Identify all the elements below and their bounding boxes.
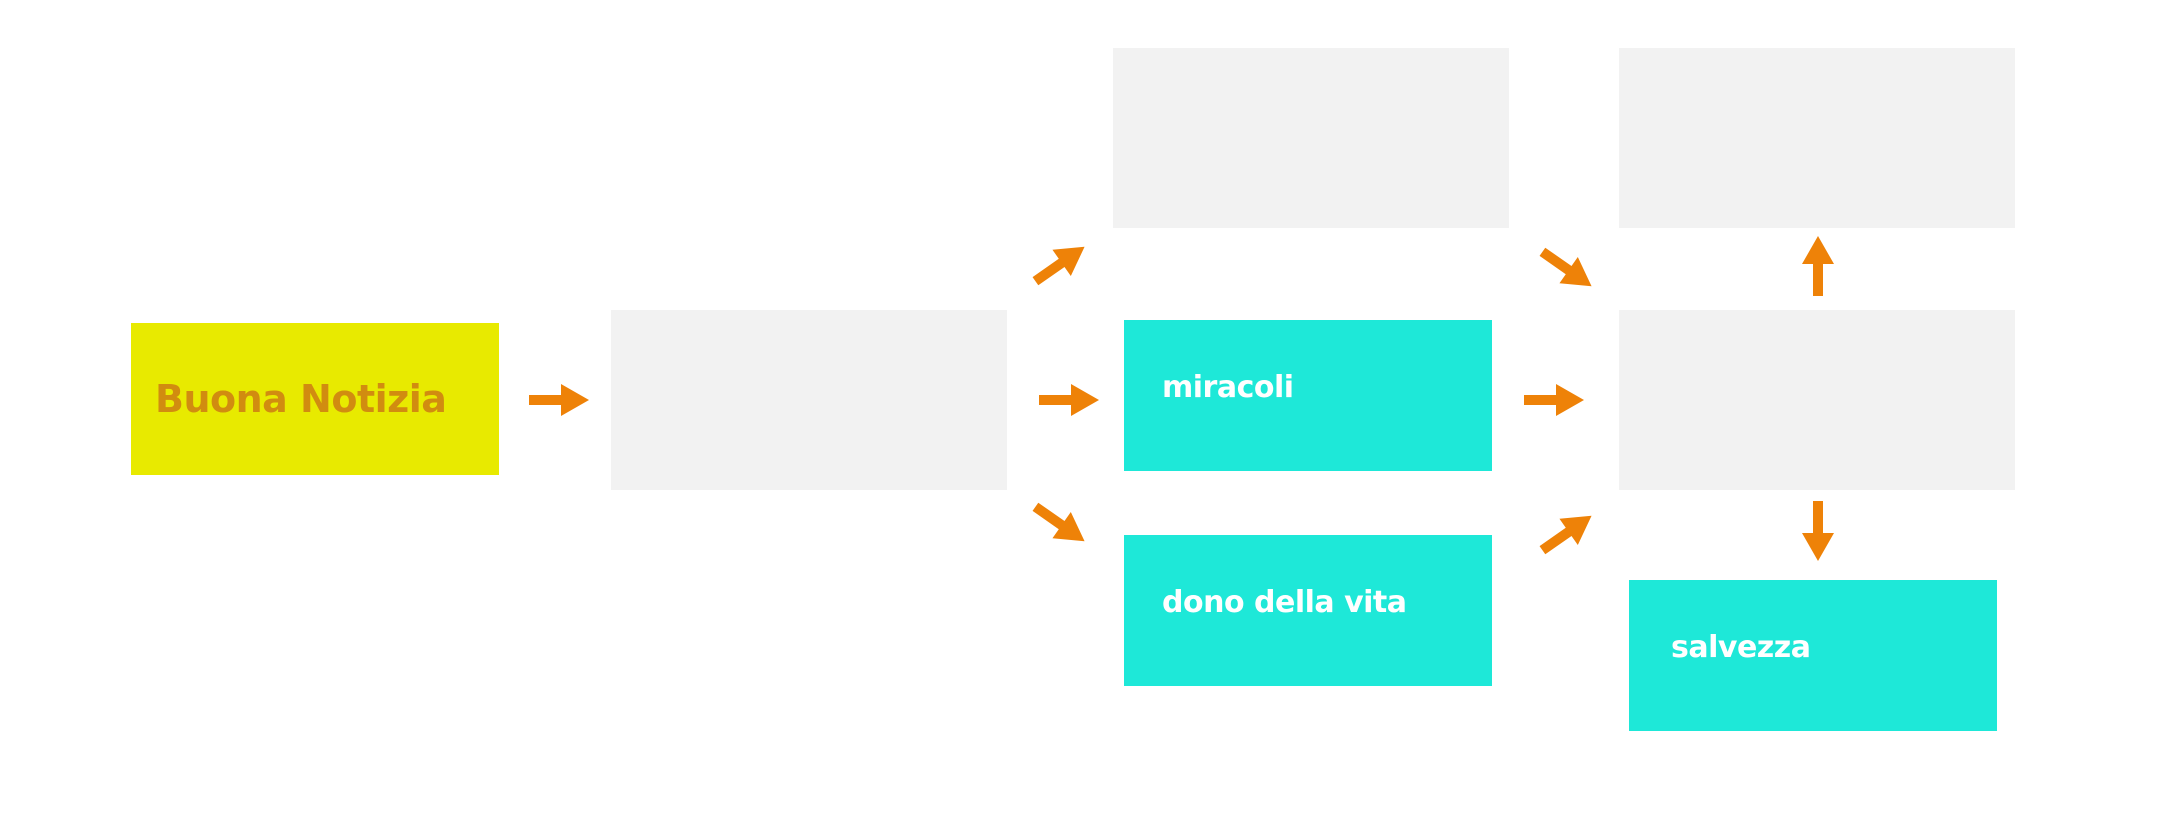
arrow-down-right-icon xyxy=(1533,238,1601,300)
node-placeholder-top-middle xyxy=(1113,48,1509,228)
arrow-up-icon xyxy=(1802,236,1834,296)
node-label: salvezza xyxy=(1671,630,1811,665)
node-label: Buona Notizia xyxy=(155,377,447,421)
arrow-up-right-icon xyxy=(1026,233,1094,295)
node-miracoli: miracoli xyxy=(1124,320,1492,471)
node-salvezza: salvezza xyxy=(1629,580,1997,731)
node-label: dono della vita xyxy=(1162,585,1407,620)
node-label: miracoli xyxy=(1162,370,1294,405)
node-placeholder-top-right xyxy=(1619,48,2015,228)
arrow-right-icon xyxy=(1039,384,1099,416)
node-placeholder-step2 xyxy=(611,310,1007,490)
node-placeholder-middle-right xyxy=(1619,310,2015,490)
node-dono-della-vita: dono della vita xyxy=(1124,535,1492,686)
arrow-right-icon xyxy=(529,384,589,416)
arrow-right-icon xyxy=(1524,384,1584,416)
arrow-down-right-icon xyxy=(1026,493,1094,555)
arrow-down-icon xyxy=(1802,501,1834,561)
node-buona-notizia: Buona Notizia xyxy=(131,323,499,475)
arrow-up-right-icon xyxy=(1533,502,1601,564)
